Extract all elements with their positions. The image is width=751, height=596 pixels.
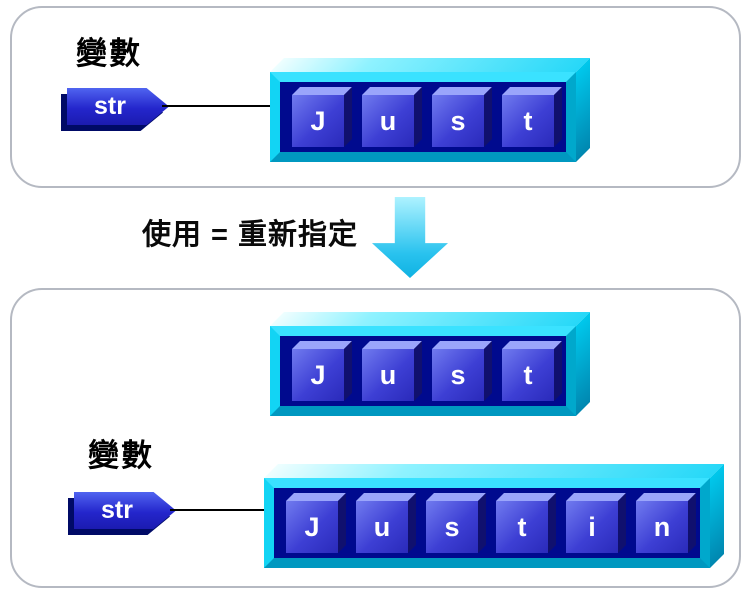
cell-side-face bbox=[548, 493, 556, 553]
cell-letter: u bbox=[362, 95, 414, 147]
cell-top-face bbox=[362, 341, 422, 349]
cell-letter: u bbox=[362, 349, 414, 401]
memory-cell: i bbox=[566, 493, 626, 553]
cell-letter: t bbox=[496, 501, 548, 553]
cell-side-face bbox=[484, 341, 492, 401]
pointer-label: str bbox=[74, 492, 176, 529]
memory-cell: u bbox=[356, 493, 416, 553]
cell-side-face bbox=[618, 493, 626, 553]
cell-top-face bbox=[566, 493, 626, 501]
cell-top-face bbox=[286, 493, 346, 501]
cell-letter: t bbox=[502, 349, 554, 401]
str-pointer-tag: str bbox=[68, 492, 176, 535]
memory-cell: t bbox=[502, 87, 562, 147]
memory-box-old-just: J u s t bbox=[270, 312, 590, 416]
cell-side-face bbox=[688, 493, 696, 553]
cell-top-face bbox=[362, 87, 422, 95]
memory-box-top-face bbox=[270, 312, 590, 326]
cell-top-face bbox=[292, 87, 352, 95]
cell-side-face bbox=[554, 87, 562, 147]
cell-top-face bbox=[502, 341, 562, 349]
cell-side-face bbox=[338, 493, 346, 553]
memory-cell: J bbox=[292, 341, 352, 401]
memory-box-side-face bbox=[710, 464, 724, 568]
memory-cell: J bbox=[292, 87, 352, 147]
memory-cells: J u s t bbox=[270, 326, 576, 416]
cell-top-face bbox=[426, 493, 486, 501]
str-pointer-tag: str bbox=[61, 88, 169, 131]
cell-side-face bbox=[344, 87, 352, 147]
cell-side-face bbox=[408, 493, 416, 553]
memory-cell: t bbox=[496, 493, 556, 553]
memory-box-side-face bbox=[576, 58, 590, 162]
variable-label: 變數 bbox=[76, 36, 142, 71]
cell-top-face bbox=[432, 341, 492, 349]
memory-cell: J bbox=[286, 493, 346, 553]
cell-letter: n bbox=[636, 501, 688, 553]
memory-cells: J u s t i bbox=[264, 478, 710, 568]
memory-cell: s bbox=[426, 493, 486, 553]
memory-cells: J u s t bbox=[270, 72, 576, 162]
memory-cell: t bbox=[502, 341, 562, 401]
cell-letter: s bbox=[432, 349, 484, 401]
memory-box-top-face bbox=[264, 464, 724, 478]
memory-cell: n bbox=[636, 493, 696, 553]
cell-letter: i bbox=[566, 501, 618, 553]
variable-label: 變數 bbox=[88, 438, 154, 473]
down-arrow-icon bbox=[372, 197, 448, 278]
cell-top-face bbox=[292, 341, 352, 349]
pointer-label: str bbox=[67, 88, 169, 125]
memory-box-justin: J u s t i bbox=[264, 464, 724, 568]
memory-cell: u bbox=[362, 341, 422, 401]
cell-side-face bbox=[554, 341, 562, 401]
cell-side-face bbox=[484, 87, 492, 147]
pointer-line bbox=[170, 509, 264, 511]
cell-side-face bbox=[344, 341, 352, 401]
reassign-caption: 使用 = 重新指定 bbox=[142, 219, 359, 251]
memory-box-just: J u s t bbox=[270, 58, 590, 162]
cell-letter: u bbox=[356, 501, 408, 553]
cell-letter: s bbox=[426, 501, 478, 553]
cell-letter: t bbox=[502, 95, 554, 147]
cell-letter: J bbox=[292, 95, 344, 147]
cell-top-face bbox=[432, 87, 492, 95]
after-panel: J u s t 變數 str bbox=[10, 288, 741, 588]
cell-side-face bbox=[414, 87, 422, 147]
memory-box-top-face bbox=[270, 58, 590, 72]
pointer-line bbox=[162, 105, 270, 107]
cell-top-face bbox=[636, 493, 696, 501]
cell-side-face bbox=[478, 493, 486, 553]
memory-cell: u bbox=[362, 87, 422, 147]
cell-top-face bbox=[496, 493, 556, 501]
cell-letter: s bbox=[432, 95, 484, 147]
cell-side-face bbox=[414, 341, 422, 401]
cell-top-face bbox=[356, 493, 416, 501]
cell-letter: J bbox=[286, 501, 338, 553]
memory-cell: s bbox=[432, 341, 492, 401]
cell-top-face bbox=[502, 87, 562, 95]
memory-box-side-face bbox=[576, 312, 590, 416]
cell-letter: J bbox=[292, 349, 344, 401]
before-panel: 變數 str J u s bbox=[10, 6, 741, 188]
memory-cell: s bbox=[432, 87, 492, 147]
